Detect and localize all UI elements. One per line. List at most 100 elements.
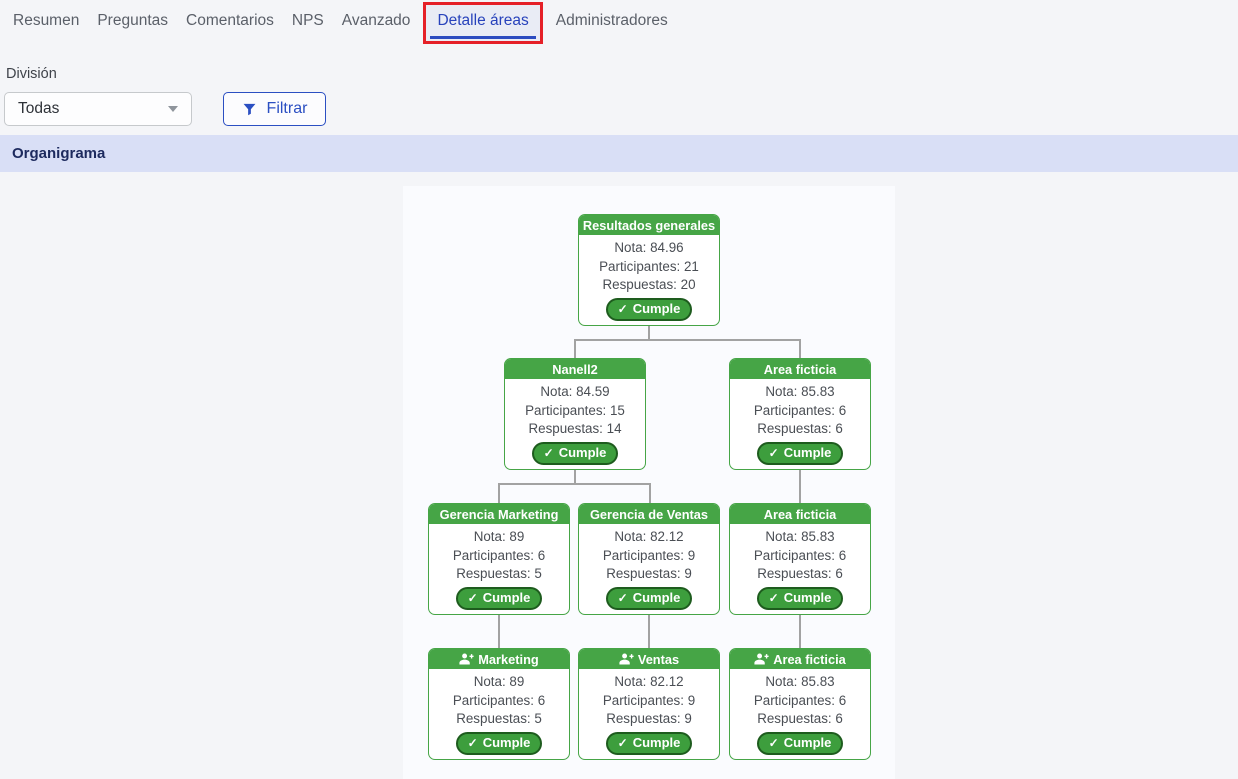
badge-label: Cumple xyxy=(632,300,681,316)
check-icon: ✓ xyxy=(617,590,628,605)
connector-line xyxy=(498,483,500,503)
org-node-area-ficticia-leaf[interactable]: Area ficticia Nota: 85.83 Participantes:… xyxy=(729,648,871,760)
org-node-gerencia-de-ventas[interactable]: Gerencia de Ventas Nota: 82.12 Participa… xyxy=(578,503,720,615)
respuestas-line: Respuestas: 6 xyxy=(757,421,843,436)
tab-detalle-areas[interactable]: Detalle áreas xyxy=(423,2,543,44)
connector-line xyxy=(799,615,801,648)
org-node-body: Nota: 84.59 Participantes: 15 Respuestas… xyxy=(505,379,645,469)
org-node-title: Resultados generales xyxy=(582,217,716,233)
check-icon: ✓ xyxy=(617,301,628,316)
filter-button[interactable]: Filtrar xyxy=(223,92,326,126)
org-node-header: Area ficticia xyxy=(730,649,870,669)
badge-label: Cumple xyxy=(783,734,832,750)
org-node-title: Ventas xyxy=(637,651,680,667)
division-select[interactable]: Todas xyxy=(4,92,192,126)
cumple-badge: ✓ Cumple xyxy=(455,731,543,755)
org-node-area-ficticia-l3[interactable]: Area ficticia Nota: 85.83 Participantes:… xyxy=(729,503,871,615)
filter-funnel-icon xyxy=(242,102,257,117)
connector-line xyxy=(648,615,650,648)
division-select-value: Todas xyxy=(18,100,60,117)
connector-line xyxy=(498,615,500,648)
check-icon: ✓ xyxy=(467,590,478,605)
connector-line xyxy=(498,483,651,485)
check-icon: ✓ xyxy=(617,735,628,750)
badge-label: Cumple xyxy=(482,734,531,750)
respuestas-line: Respuestas: 6 xyxy=(757,566,843,581)
org-node-header: Ventas xyxy=(579,649,719,669)
org-node-area-ficticia-l2[interactable]: Area ficticia Nota: 85.83 Participantes:… xyxy=(729,358,871,470)
user-add-icon xyxy=(459,653,474,665)
nota-line: Nota: 84.96 xyxy=(614,240,684,255)
org-node-header: Gerencia Marketing xyxy=(429,504,569,524)
tab-avanzado[interactable]: Avanzado xyxy=(341,12,411,29)
check-icon: ✓ xyxy=(768,735,779,750)
org-node-body: Nota: 85.83 Participantes: 6 Respuestas:… xyxy=(730,379,870,469)
org-node-title: Gerencia de Ventas xyxy=(589,506,709,522)
org-node-body: Nota: 85.83 Participantes: 6 Respuestas:… xyxy=(730,669,870,759)
organigrama-section-header: Organigrama xyxy=(0,135,1238,172)
nota-line: Nota: 85.83 xyxy=(765,529,835,544)
badge-label: Cumple xyxy=(482,589,531,605)
check-icon: ✓ xyxy=(768,590,779,605)
connector-line xyxy=(649,483,651,503)
org-node-title: Marketing xyxy=(478,651,539,667)
org-node-title: Gerencia Marketing xyxy=(439,506,559,522)
participantes-line: Participantes: 6 xyxy=(452,692,546,708)
org-node-resultados-generales[interactable]: Resultados generales Nota: 84.96 Partici… xyxy=(578,214,720,326)
cumple-badge: ✓ Cumple xyxy=(756,441,844,465)
nota-line: Nota: 82.12 xyxy=(614,674,684,689)
tab-resumen[interactable]: Resumen xyxy=(13,12,80,29)
org-node-header: Area ficticia xyxy=(730,504,870,524)
connector-line xyxy=(799,339,801,358)
chevron-down-icon xyxy=(168,106,178,112)
participantes-line: Participantes: 15 xyxy=(525,402,625,418)
org-node-ventas[interactable]: Ventas Nota: 82.12 Participantes: 9 Resp… xyxy=(578,648,720,760)
badge-label: Cumple xyxy=(632,589,681,605)
org-node-gerencia-marketing[interactable]: Gerencia Marketing Nota: 89 Participante… xyxy=(428,503,570,615)
badge-label: Cumple xyxy=(783,589,832,605)
nota-line: Nota: 84.59 xyxy=(540,384,610,399)
nota-line: Nota: 85.83 xyxy=(765,384,835,399)
orgchart-canvas: Resultados generales Nota: 84.96 Partici… xyxy=(403,186,895,779)
connector-line xyxy=(648,326,650,341)
cumple-badge: ✓ Cumple xyxy=(756,731,844,755)
connector-line xyxy=(574,339,801,341)
participantes-line: Participantes: 6 xyxy=(452,547,546,563)
participantes-line: Participantes: 6 xyxy=(753,547,847,563)
nota-line: Nota: 82.12 xyxy=(614,529,684,544)
tab-bar: Resumen Preguntas Comentarios NPS Avanza… xyxy=(0,0,1238,44)
check-icon: ✓ xyxy=(768,445,779,460)
respuestas-line: Respuestas: 5 xyxy=(456,711,542,726)
user-add-icon xyxy=(754,653,769,665)
org-node-body: Nota: 89 Participantes: 6 Respuestas: 5 … xyxy=(429,669,569,759)
org-node-header: Nanell2 xyxy=(505,359,645,379)
badge-label: Cumple xyxy=(783,444,832,460)
connector-line xyxy=(574,470,576,485)
participantes-line: Participantes: 6 xyxy=(753,692,847,708)
tab-preguntas[interactable]: Preguntas xyxy=(97,12,169,29)
filter-button-label: Filtrar xyxy=(266,100,308,117)
section-title: Organigrama xyxy=(12,145,106,162)
tab-comentarios[interactable]: Comentarios xyxy=(186,12,274,29)
division-label: División xyxy=(6,66,57,82)
participantes-line: Participantes: 21 xyxy=(599,258,699,274)
org-node-title: Nanell2 xyxy=(552,361,598,377)
cumple-badge: ✓ Cumple xyxy=(605,297,693,321)
org-node-header: Area ficticia xyxy=(730,359,870,379)
org-node-header: Marketing xyxy=(429,649,569,669)
org-node-marketing[interactable]: Marketing Nota: 89 Participantes: 6 Resp… xyxy=(428,648,570,760)
org-node-nanell2[interactable]: Nanell2 Nota: 84.59 Participantes: 15 Re… xyxy=(504,358,646,470)
tab-administradores[interactable]: Administradores xyxy=(555,12,668,29)
participantes-line: Participantes: 9 xyxy=(602,692,696,708)
tab-nps[interactable]: NPS xyxy=(291,12,324,29)
nota-line: Nota: 89 xyxy=(473,674,525,689)
respuestas-line: Respuestas: 6 xyxy=(757,711,843,726)
respuestas-line: Respuestas: 9 xyxy=(606,566,692,581)
cumple-badge: ✓ Cumple xyxy=(756,586,844,610)
org-node-title: Area ficticia xyxy=(773,651,846,667)
org-node-body: Nota: 85.83 Participantes: 6 Respuestas:… xyxy=(730,524,870,614)
org-node-body: Nota: 82.12 Participantes: 9 Respuestas:… xyxy=(579,524,719,614)
respuestas-line: Respuestas: 5 xyxy=(456,566,542,581)
participantes-line: Participantes: 9 xyxy=(602,547,696,563)
cumple-badge: ✓ Cumple xyxy=(531,441,619,465)
